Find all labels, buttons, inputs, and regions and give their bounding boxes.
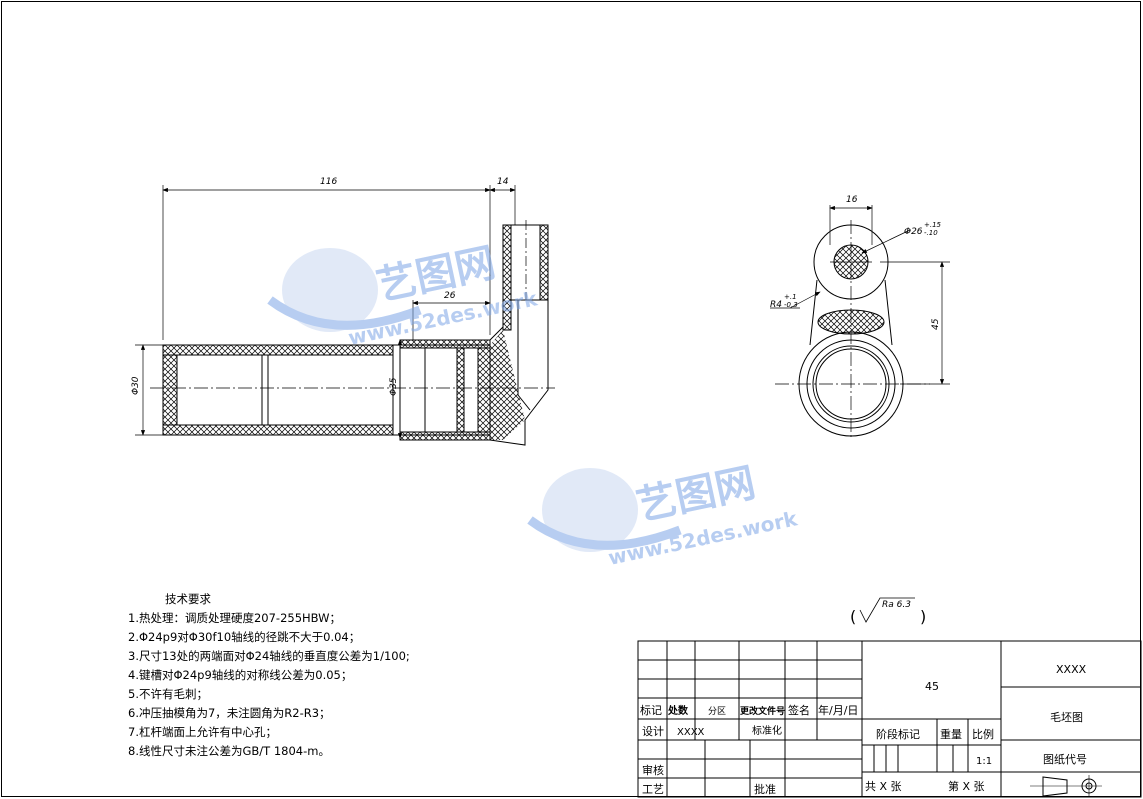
dim-radius-upper: +.1 [784,293,797,301]
shaft-outline [162,344,491,436]
lever-wall-right [539,224,549,301]
dim-dia-left: Φ30 [131,376,141,395]
watermark-1: 艺图网 www.52des.work [267,240,540,350]
tb-approve: 批准 [754,782,776,796]
dim-hole: Φ26 [904,227,923,237]
tb-material: 45 [925,680,939,693]
tech-req-item: 8.线性尺寸未注公差为GB/T 1804-m。 [128,744,330,758]
roughness-close: ) [920,607,926,626]
tb-sheet-no: 第 X 张 [948,779,985,793]
tb-company: XXXX [1056,663,1087,676]
tech-req-item: 2.Φ24p9对Φ30f10轴线的径跳不大于0.04； [128,630,361,644]
tb-rev-doc: 更改文件号 [740,705,785,717]
shaft-wall-bottom [162,424,394,436]
tb-stage-mark: 阶段标记 [876,727,920,741]
dim-hole-upper: +.15 [924,221,942,229]
bore-right [267,354,394,426]
tech-req-item: 7.杠杆端面上允许有中心孔； [128,725,277,739]
front-view [770,205,950,440]
tech-requirements-title: 技术要求 [165,592,211,606]
tb-standardize: 标准化 [752,724,782,737]
collar-rib [456,347,465,433]
lever-wall-left [502,224,512,331]
leader-hole [861,229,911,254]
front-view-labels: 16 Φ26 +.15 -.10 R4 +.1 -0.3 45 [770,195,942,330]
dim-hole-lower: -.10 [924,229,938,237]
tb-scale-label: 比例 [972,727,994,741]
collar-wall-bottom [399,431,491,441]
roughness-open: ( [850,607,856,626]
tech-req-item: 6.冲压抽模角为7，未注圆角为R2-R3； [128,706,331,720]
leader-radius [789,291,821,309]
bore-step [261,354,269,426]
tb-designer: XXXX [677,727,705,738]
lever-inner [517,300,531,411]
tech-requirements-list: 1.热处理：调质处理硬度207-255HBW； 2.Φ24p9对Φ30f10轴线… [128,609,410,761]
tb-review: 审核 [642,763,664,777]
tb-weight: 重量 [940,727,962,741]
watermark-2: 艺图网 www.52des.work [527,460,800,570]
tech-req-item: 3.尺寸13处的两端面对Φ24轴线的垂直度公差为1/100; [128,649,410,663]
tb-rev-count: 处数 [667,704,689,717]
roughness-symbol: ( Ra 6.3 ) [850,597,926,626]
watermark-globe-icon [282,248,378,332]
lever-hatch [490,330,525,440]
roughness-check-icon [859,597,915,623]
arm-edges [809,279,893,346]
dim-radius: R4 [770,300,782,310]
tech-req-item: 4.键槽对Φ24p9轴线的对称线公差为0.05； [128,668,353,682]
tb-rev-mark: 标记 [640,703,662,717]
collar-end [477,347,491,433]
tb-rev-sign: 签名 [788,703,810,717]
tech-req-item: 1.热处理：调质处理硬度207-255HBW； [128,611,342,625]
roughness-value: Ra 6.3 [882,600,911,610]
title-block-text: 标记 处数 分区 更改文件号 签名 年/月/日 设计 XXXX 标准化 审核 工… [640,663,1087,796]
dim-offset: 26 [444,291,456,301]
side-view [135,185,555,446]
tb-rev-zone: 分区 [708,706,726,717]
collar-outline [399,339,491,441]
dim-dia-mid: Φ35 [389,377,399,396]
watermark-globe-icon [542,468,638,552]
tb-total-sheets: 共 X 张 [865,780,902,793]
tech-req-item: 5.不许有毛刺； [128,687,208,701]
collar-groove-1 [424,347,458,433]
watermark-swoosh-icon [267,296,422,330]
tb-drawing-name: 毛坯图 [1050,711,1083,724]
dim-total-length: 116 [320,177,337,187]
tb-scale-value: 1:1 [976,756,992,767]
projection-cone-icon [1042,776,1068,797]
tb-drawing-code: 图纸代号 [1043,753,1087,766]
tb-process: 工艺 [642,783,664,796]
side-view-labels: 116 14 26 Φ30 Φ35 [131,177,509,396]
dim-radius-lower: -0.3 [784,301,798,309]
tb-design: 设计 [642,725,664,738]
collar-wall-top [399,339,491,349]
watermark-swoosh-icon [527,516,682,550]
bore-left [176,354,263,426]
shaft-wall-left [162,354,178,426]
dim-center-distance: 45 [931,318,941,330]
tb-rev-date: 年/月/日 [818,703,858,717]
title-block [637,640,1142,798]
dim-head-width: 14 [497,177,509,187]
collar-groove-2 [463,347,479,433]
dim-width: 16 [846,195,858,205]
